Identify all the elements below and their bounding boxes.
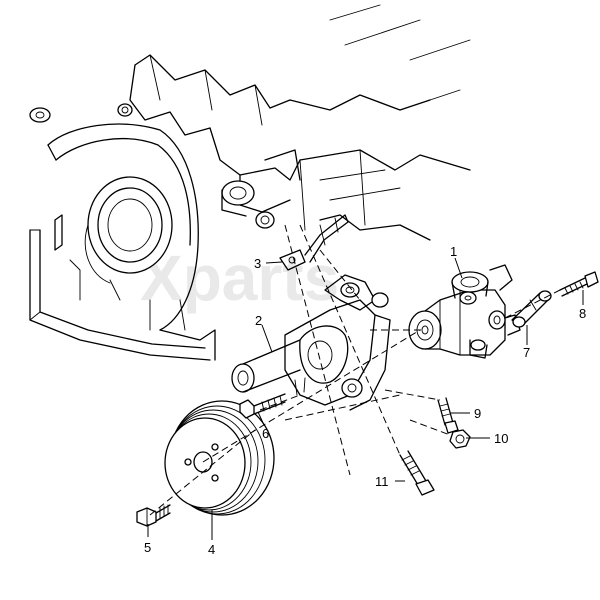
nut-10	[449, 429, 471, 449]
callout-4: 4	[208, 542, 215, 557]
bolt-8	[559, 271, 599, 297]
bolt-6	[239, 393, 286, 419]
callout-9: 9	[474, 406, 481, 421]
power-steering-pump	[408, 264, 521, 359]
callout-1: 1	[450, 244, 457, 259]
callout-8: 8	[579, 306, 586, 321]
callout-3: 3	[254, 256, 261, 271]
callout-11: 11	[375, 474, 389, 489]
timing-cover	[29, 123, 216, 361]
engine-block	[29, 4, 471, 241]
bracket-clip	[279, 214, 349, 271]
assembly-lines	[149, 224, 561, 516]
callout-10: 10	[494, 431, 508, 446]
callout-6: 6	[262, 426, 269, 441]
bolt-9	[437, 397, 459, 434]
leader-lines	[147, 257, 584, 540]
pulley	[164, 400, 275, 516]
mounting-bracket	[231, 274, 391, 411]
bolt-11	[399, 450, 435, 496]
callout-2: 2	[255, 313, 262, 328]
callout-7: 7	[523, 345, 530, 360]
pump-support-bracket	[511, 290, 552, 328]
callout-5: 5	[144, 540, 151, 555]
bolt-5	[136, 504, 171, 527]
watermark: Xparts	[140, 242, 339, 314]
